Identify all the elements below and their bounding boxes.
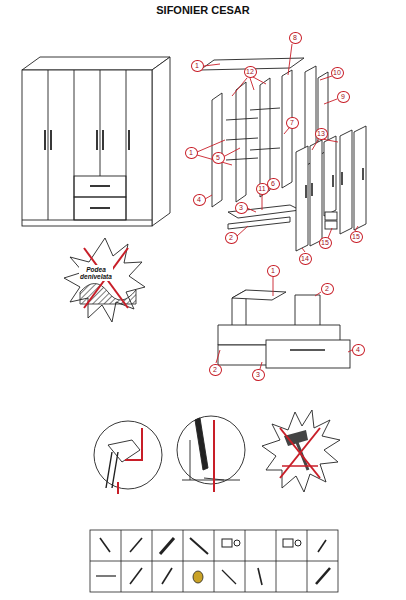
callout-number: 2 [321, 283, 334, 296]
callout-number: 12 [244, 66, 257, 79]
callout-number: 1 [191, 60, 204, 73]
callout-number: 13 [315, 128, 328, 141]
callout-number: 9 [337, 91, 350, 104]
callout-number: 2 [225, 232, 238, 245]
callout-number: 2 [209, 364, 222, 377]
callout-number: 8 [289, 32, 302, 45]
callout-number: 7 [286, 117, 299, 130]
warning-note: Podea denivelata [79, 265, 113, 281]
callout-number: 10 [331, 67, 344, 80]
callout-number: 4 [352, 344, 365, 357]
callout-number: 5 [212, 152, 225, 165]
callout-number: 11 [256, 183, 269, 196]
callout-number: 3 [235, 202, 248, 215]
callout-number: 15 [319, 237, 332, 250]
title: SIFONIER CESAR [156, 4, 250, 16]
callout-number: 4 [193, 194, 206, 207]
callout-number: 1 [267, 265, 280, 278]
callout-number: 15 [350, 231, 363, 244]
callout-number: 14 [299, 253, 312, 266]
callout-number: 3 [252, 369, 265, 382]
callout-number: 1 [185, 147, 198, 160]
